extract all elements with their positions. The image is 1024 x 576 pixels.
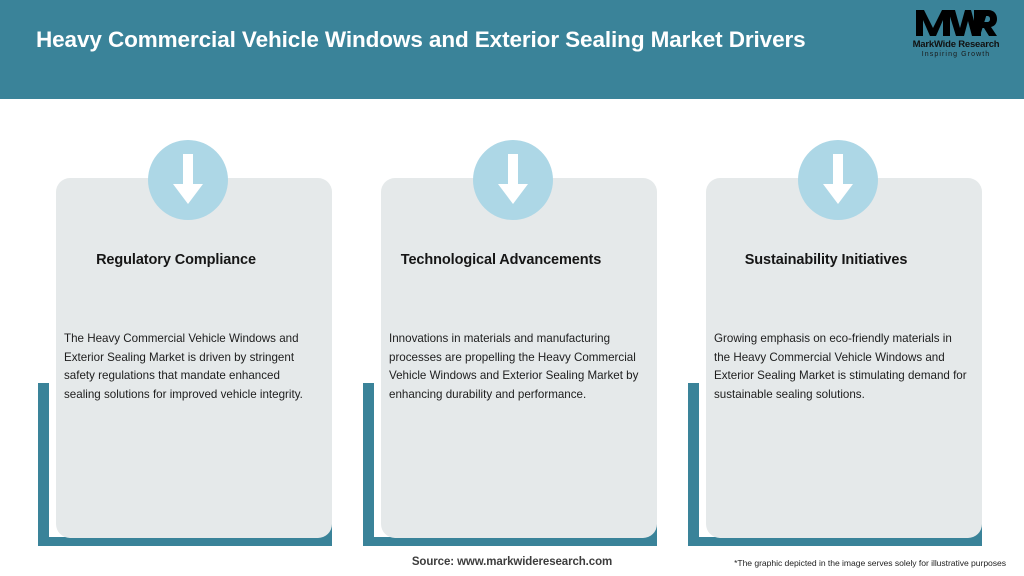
card-frame-bottom (38, 537, 332, 546)
card-frame-left (688, 383, 699, 546)
driver-card (56, 178, 332, 538)
arrow-down-glyph (823, 154, 853, 204)
driver-card-title: Regulatory Compliance (96, 252, 256, 268)
footer-source-text: Source: www.markwideresearch.com (411, 556, 613, 568)
logo-tagline: Inspiring Growth (921, 51, 991, 58)
arrow-down-icon (148, 140, 228, 220)
driver-card-group-2: Technological Advancements Innovations i… (363, 0, 693, 576)
arrow-down-icon (798, 140, 878, 220)
driver-card (381, 178, 657, 538)
driver-card-body: Innovations in materials and manufacturi… (389, 332, 639, 401)
footer-disclaimer-text: *The graphic depicted in the image serve… (734, 558, 1006, 568)
driver-card-title: Sustainability Initiatives (744, 252, 908, 268)
mwr-monogram-icon (916, 10, 997, 36)
driver-card (706, 178, 982, 538)
card-frame-left (363, 383, 374, 546)
card-frame-left (38, 383, 49, 546)
driver-card-body: The Heavy Commercial Vehicle Windows and… (64, 332, 303, 401)
driver-card-group-1: Regulatory Compliance The Heavy Commerci… (38, 0, 368, 576)
driver-card-body: Growing emphasis on eco-friendly materia… (714, 332, 967, 401)
logo-company-name: MarkWide Research (912, 39, 1000, 50)
driver-card-group-3: Sustainability Initiatives Growing empha… (688, 0, 1018, 576)
page-title: Heavy Commercial Vehicle Windows and Ext… (36, 27, 806, 52)
arrow-down-icon (473, 140, 553, 220)
arrow-down-glyph (173, 154, 203, 204)
brand-logo: MarkWide Research Inspiring Growth (904, 8, 1008, 64)
card-frame-bottom (688, 537, 982, 546)
card-frame-bottom (363, 537, 657, 546)
driver-card-title: Technological Advancements (400, 252, 602, 268)
arrow-down-glyph (498, 154, 528, 204)
header-bar: Heavy Commercial Vehicle Windows and Ext… (0, 0, 1024, 99)
